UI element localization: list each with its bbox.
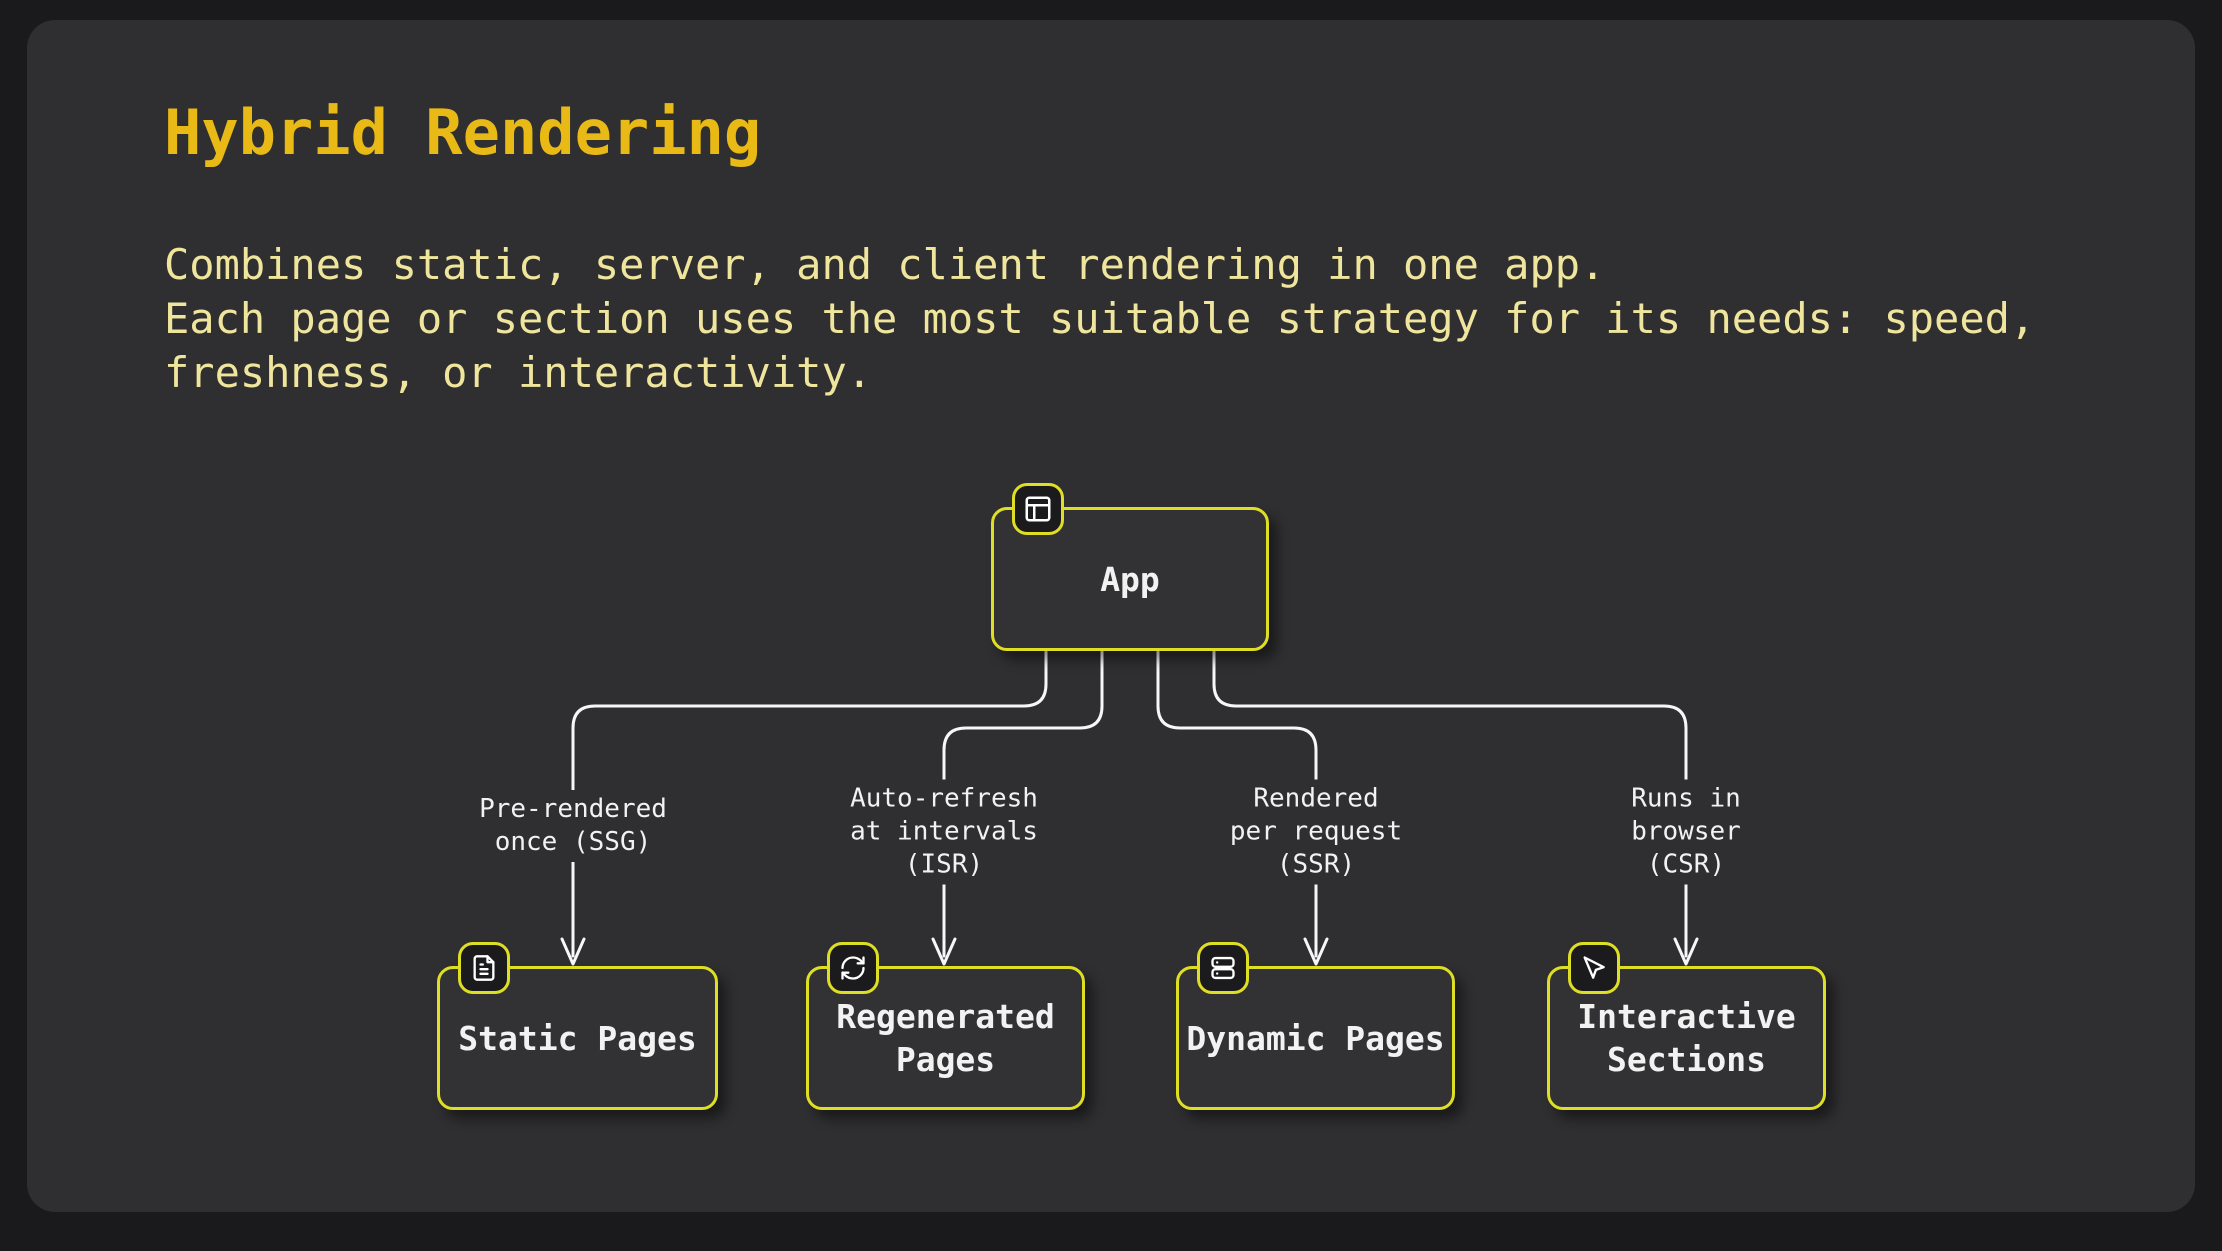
edge-label-ssg: Pre-rendered once (SSG): [469, 790, 677, 862]
node-app-label: App: [1100, 559, 1160, 599]
server-icon: [1211, 956, 1235, 980]
diagram-edges: [560, 649, 1699, 966]
edge-label-ssr: Rendered per request (SSR): [1219, 779, 1413, 885]
node-interactive-sections-label: Interactive Sections: [1577, 997, 1796, 1079]
edge-label-isr: Auto-refresh at intervals (ISR): [840, 779, 1048, 885]
edge-app-dynamic: [1156, 649, 1318, 958]
arrowhead-dynamic: [1303, 937, 1329, 966]
edge-app-interactive: [1212, 649, 1688, 958]
node-app: App: [991, 483, 1269, 651]
node-interactive-sections-badge: [1568, 942, 1620, 994]
arrowhead-regenerated: [931, 937, 957, 966]
mouse-pointer-icon: [1583, 956, 1605, 979]
edge-app-static: [571, 649, 1048, 958]
file-text-icon: [473, 955, 495, 981]
node-dynamic-pages-badge: [1197, 942, 1249, 994]
node-dynamic-pages-label: Dynamic Pages: [1186, 1018, 1445, 1058]
node-dynamic-pages: Dynamic Pages: [1176, 942, 1455, 1110]
node-app-badge: [1012, 483, 1064, 535]
edge-app-regenerated: [942, 649, 1104, 958]
node-regenerated-pages: Regenerated Pages: [806, 942, 1085, 1110]
node-interactive-sections: Interactive Sections: [1547, 942, 1826, 1110]
arrowhead-static: [560, 937, 586, 966]
refresh-icon: [841, 956, 865, 980]
description-line-3: freshness, or interactivity.: [164, 348, 873, 397]
panels-top-left-icon: [1025, 496, 1051, 522]
node-static-pages-label: Static Pages: [458, 1018, 697, 1058]
edge-label-csr: Runs in browser (CSR): [1621, 779, 1751, 885]
node-regenerated-pages-badge: [827, 942, 879, 994]
node-static-pages: Static Pages: [437, 942, 718, 1110]
description: Combines static, server, and client rend…: [164, 238, 2035, 400]
page-title: Hybrid Rendering: [164, 96, 762, 169]
slide-card: Hybrid Rendering Combines static, server…: [27, 20, 2195, 1212]
node-regenerated-pages-label: Regenerated Pages: [836, 997, 1055, 1079]
description-line-2: Each page or section uses the most suita…: [164, 294, 2036, 343]
description-line-1: Combines static, server, and client rend…: [164, 240, 1606, 289]
arrowhead-interactive: [1673, 937, 1699, 966]
node-static-pages-badge: [458, 942, 510, 994]
